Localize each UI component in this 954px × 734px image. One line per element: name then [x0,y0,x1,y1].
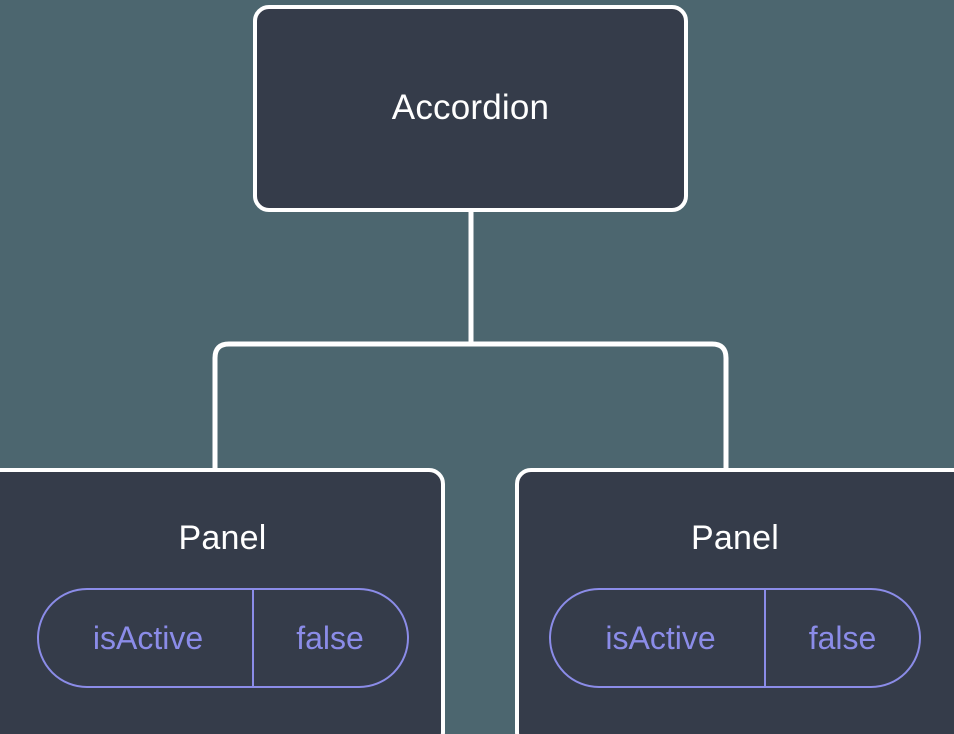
node-panel-right[interactable]: Panel isActive false [515,468,954,734]
node-panel-left-content: Panel isActive false [0,519,472,689]
prop-key-label: isActive [605,620,716,657]
node-panel-left-label: Panel [178,519,267,557]
prop-key-label: isActive [92,620,204,657]
prop-badge-isactive-right[interactable]: isActive false [549,588,921,689]
prop-badge-isactive-left[interactable]: isActive false [36,588,409,689]
edge-root-to-panel-right [471,341,729,470]
node-panel-right-label: Panel [691,519,779,557]
edge-root-to-panel-left [212,341,471,470]
node-accordion[interactable]: Accordion [253,5,688,212]
node-panel-left[interactable]: Panel isActive false [0,468,445,734]
node-panel-right-content: Panel isActive false [489,519,954,689]
prop-value-label: false [764,590,919,687]
node-accordion-label: Accordion [391,88,550,128]
prop-value-label: false [251,590,407,687]
